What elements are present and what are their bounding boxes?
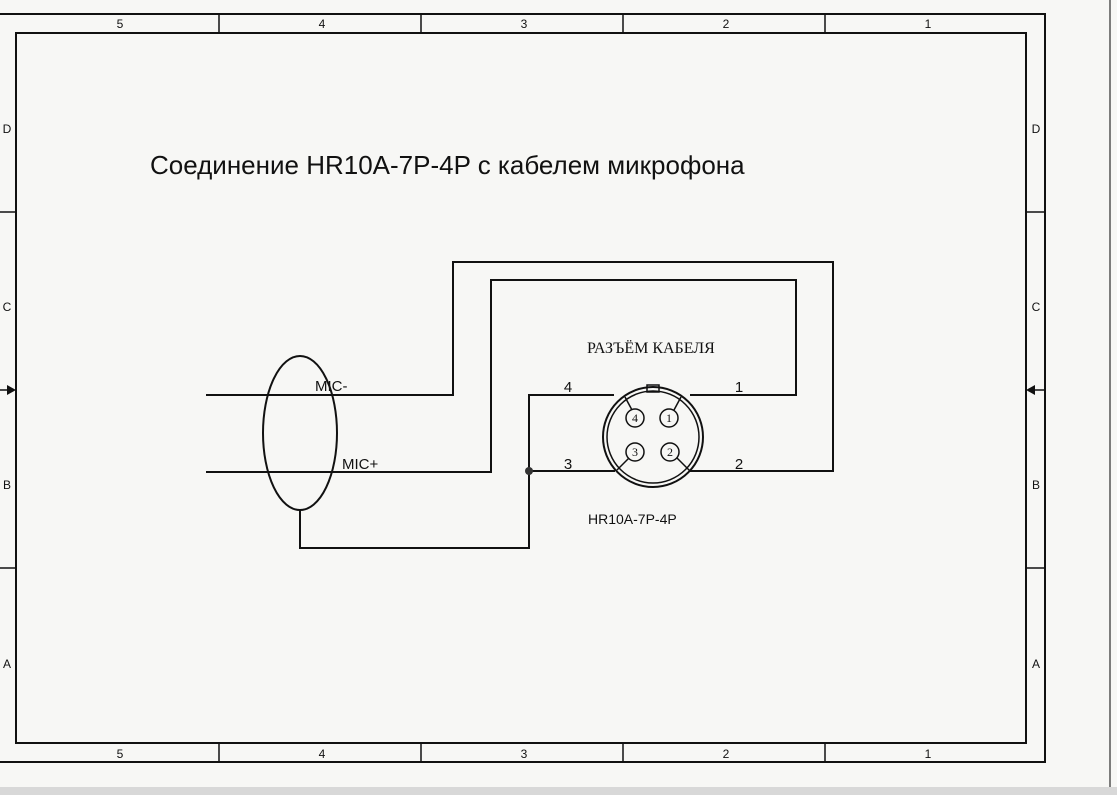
pin-1 xyxy=(659,408,679,428)
pin-number: 3 xyxy=(632,445,638,459)
row-label: D xyxy=(1032,122,1041,136)
wire-label: 1 xyxy=(735,379,743,396)
column-label: 4 xyxy=(319,747,326,761)
row-label: A xyxy=(3,657,11,671)
pin-number: 2 xyxy=(667,445,673,459)
wire-label: 2 xyxy=(735,456,743,473)
column-label: 5 xyxy=(117,17,124,31)
column-label: 3 xyxy=(521,17,528,31)
connector-part-number: HR10A-7P-4P xyxy=(588,511,677,527)
cable-shield-ellipse xyxy=(262,355,338,511)
mic-minus-label: MIC- xyxy=(315,378,348,395)
wire-mic-minus xyxy=(206,261,834,472)
row-label: D xyxy=(3,122,12,136)
pin-number: 4 xyxy=(632,411,638,425)
scan-edge xyxy=(0,787,1117,795)
column-label: 4 xyxy=(319,17,326,31)
column-label: 3 xyxy=(521,747,528,761)
drawing-frame xyxy=(0,13,1046,763)
connector-hr10a: 1 2 3 4 xyxy=(602,384,704,488)
center-mark-right-icon xyxy=(1026,385,1035,395)
pin-number: 1 xyxy=(666,411,672,425)
row-label: A xyxy=(1032,657,1040,671)
pin-2 xyxy=(660,442,680,462)
column-label: 1 xyxy=(925,747,932,761)
wiring xyxy=(206,261,834,549)
row-label: B xyxy=(3,478,11,492)
pin-3 xyxy=(625,442,645,462)
column-label: 5 xyxy=(117,747,124,761)
zone-labels: 5 4 3 2 1 5 4 3 2 1 D C B A D C B A xyxy=(3,17,1041,761)
column-label: 1 xyxy=(925,17,932,31)
column-label: 2 xyxy=(723,17,730,31)
pin-4 xyxy=(625,408,645,428)
wire-label: 4 xyxy=(564,379,572,396)
center-mark-left-icon xyxy=(7,385,16,395)
column-label: 2 xyxy=(723,747,730,761)
wire-label: 3 xyxy=(564,456,572,473)
wire-mic-plus xyxy=(206,279,797,473)
diagram-title: Соединение HR10A-7P-4P с кабелем микрофо… xyxy=(150,150,745,180)
wire-shield xyxy=(299,394,614,549)
mic-plus-label: MIC+ xyxy=(342,456,378,473)
connector-caption: РАЗЪЁМ КАБЕЛЯ xyxy=(587,339,715,357)
row-label: C xyxy=(3,300,12,314)
row-label: C xyxy=(1032,300,1041,314)
row-label: B xyxy=(1032,478,1040,492)
junction-dot xyxy=(525,467,533,475)
